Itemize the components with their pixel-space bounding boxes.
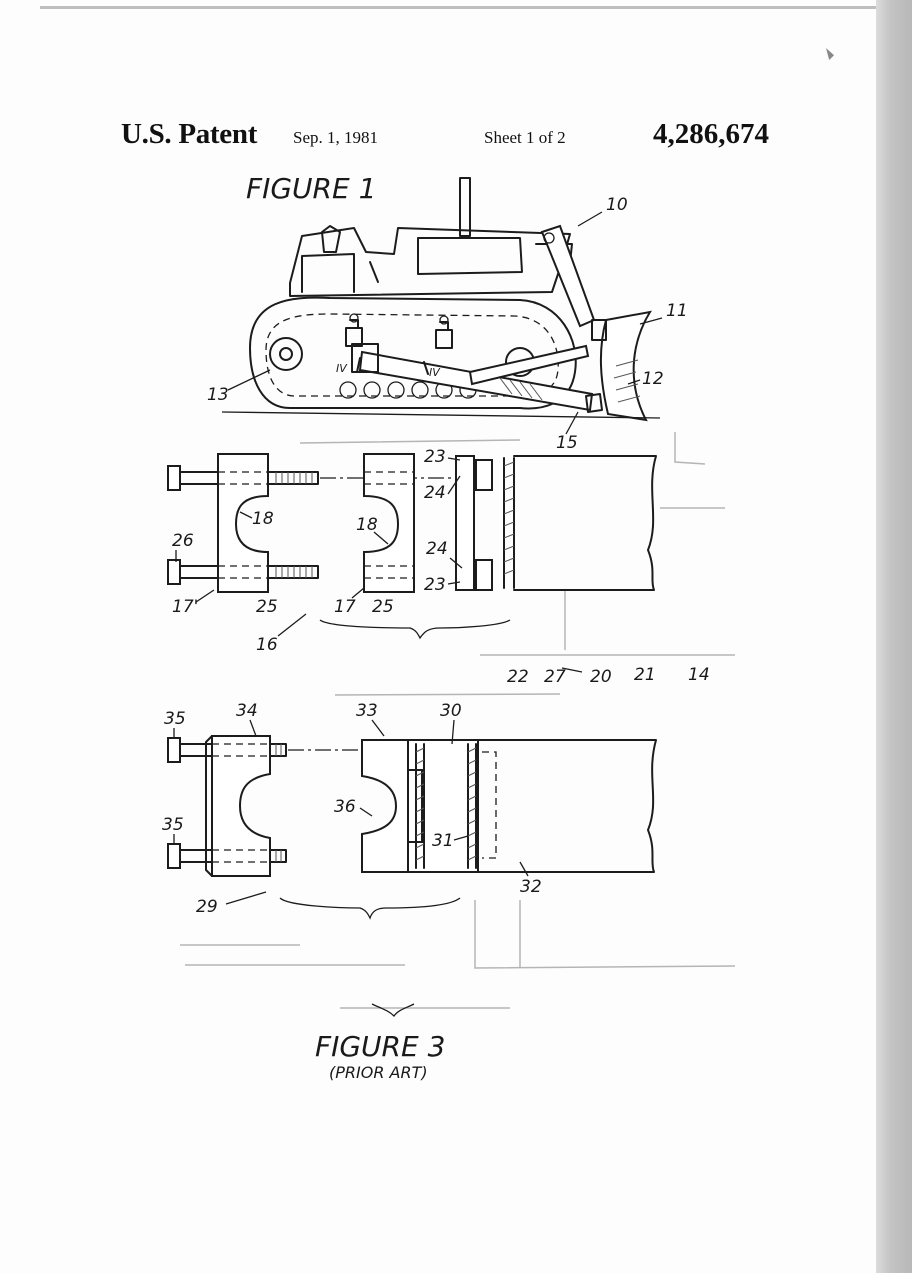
ref-34: 34 — [236, 701, 258, 721]
ref-30: 30 — [440, 701, 462, 721]
ref-24-bottom: 24 — [426, 539, 448, 559]
figure-3-prior-art-drawing: 35 34 33 30 36 35 31 32 29 FIGURE 3 (PRI… — [162, 701, 656, 1082]
ref-22: 22 — [507, 667, 529, 687]
ref-26: 26 — [172, 531, 194, 551]
ref-36: 36 — [334, 797, 356, 817]
ref-25-right: 25 — [372, 597, 394, 617]
ref-11: 11 — [666, 301, 688, 321]
ref-12: 12 — [642, 369, 664, 389]
ref-29: 29 — [196, 897, 218, 917]
figure-1-bulldozer-drawing: FIGURE 1 — [207, 172, 688, 453]
ref-15: 15 — [556, 433, 578, 453]
ref-10: 10 — [606, 195, 628, 215]
ref-27: 27 — [544, 667, 566, 687]
figure-3-caption: FIGURE 3 — [315, 1030, 445, 1063]
section-mark-iv-right: IV — [429, 366, 441, 379]
ref-17: 17 — [334, 597, 356, 617]
ref-31: 31 — [432, 831, 454, 851]
ref-32: 32 — [520, 877, 542, 897]
section-mark-iv-left: IV — [336, 362, 348, 375]
figure-1-caption: FIGURE 1 — [246, 172, 376, 205]
ref-13: 13 — [207, 385, 229, 405]
ref-20: 20 — [590, 667, 612, 687]
figure-3-subcaption: (PRIOR ART) — [329, 1063, 428, 1082]
figure-2-coupling-drawing: 23 24 18 18 26 24 23 17' 25 17 25 16 22 … — [168, 447, 710, 687]
ref-17-prime: 17' — [172, 597, 198, 617]
ref-14: 14 — [688, 665, 710, 685]
ref-18-left: 18 — [252, 509, 274, 529]
ref-25-left: 25 — [256, 597, 278, 617]
ref-33: 33 — [356, 701, 378, 721]
ref-24-top: 24 — [424, 483, 446, 503]
ref-23-top: 23 — [424, 447, 446, 467]
ref-35-top: 35 — [164, 709, 186, 729]
ref-16: 16 — [256, 635, 278, 655]
ref-23-bottom: 23 — [424, 575, 446, 595]
ref-35-bottom: 35 — [162, 815, 184, 835]
ref-21: 21 — [634, 665, 656, 685]
